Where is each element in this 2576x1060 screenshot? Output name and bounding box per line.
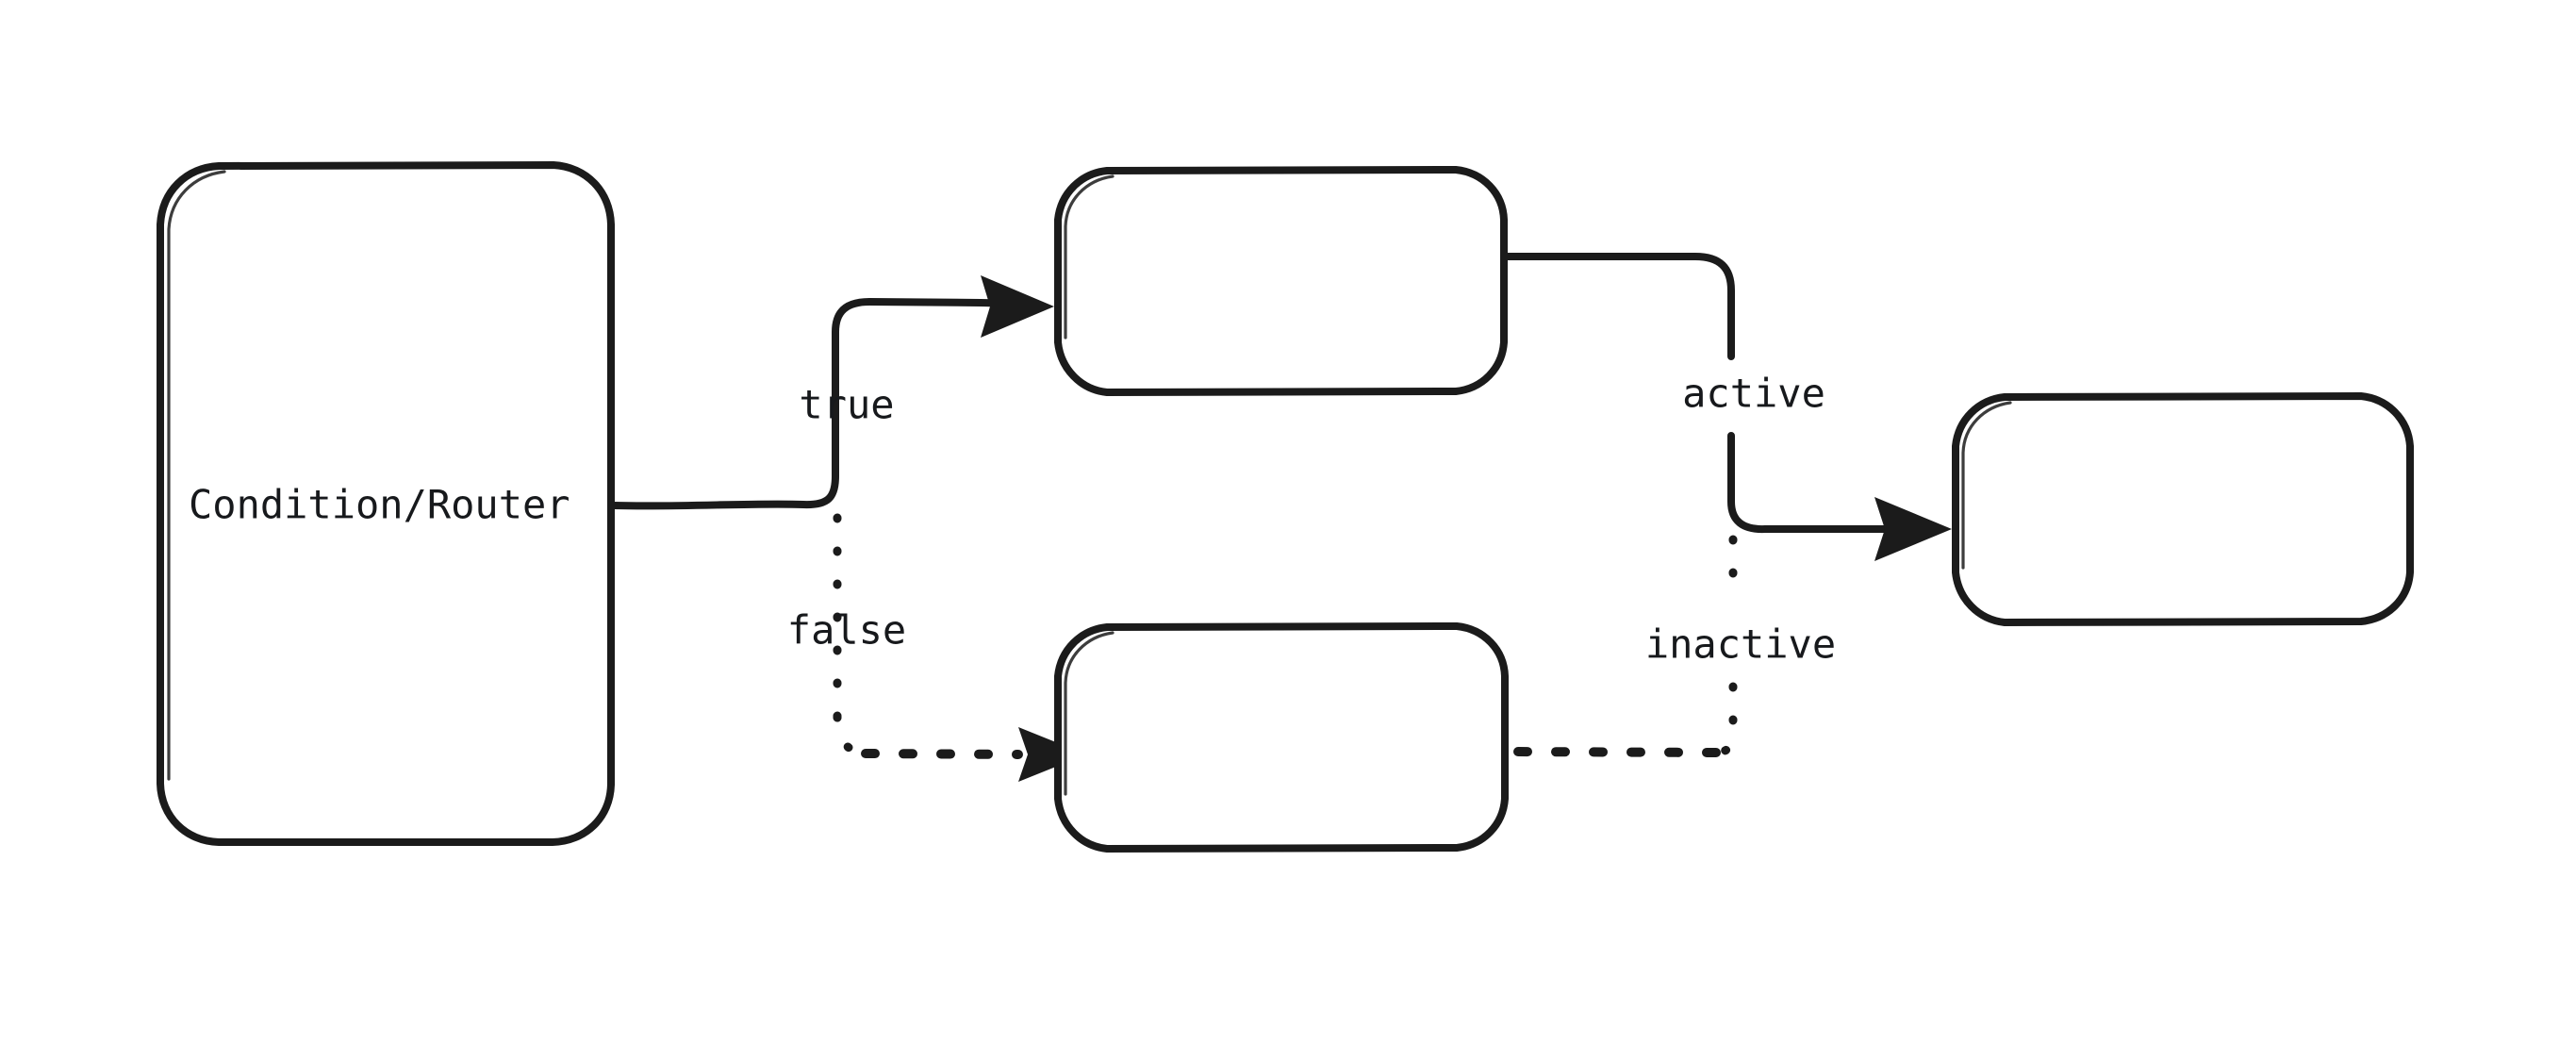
edge-false[interactable]: false bbox=[787, 513, 1086, 782]
edge-active-arrowhead bbox=[1874, 497, 1952, 561]
node-condition-router-label: Condition/Router bbox=[189, 482, 570, 528]
edge-active[interactable]: active bbox=[1503, 253, 1952, 561]
node-condition-router-sketch bbox=[167, 170, 226, 781]
node-condition-router[interactable]: Condition/Router bbox=[157, 161, 615, 846]
node-false-branch-shape bbox=[1054, 622, 1509, 853]
edge-false-path-elbow bbox=[833, 712, 874, 758]
edge-inactive-path-lower bbox=[1709, 682, 1738, 757]
edge-label-true: true bbox=[799, 382, 894, 428]
edge-active-path-upper bbox=[1503, 253, 1735, 360]
node-true-branch-shape bbox=[1054, 166, 1508, 396]
node-false-branch-sketch bbox=[1064, 631, 1115, 796]
node-merge-shape bbox=[1952, 392, 2414, 626]
edge-label-active: active bbox=[1682, 371, 1825, 417]
edge-true-arrowhead bbox=[981, 275, 1054, 338]
node-true-branch[interactable] bbox=[1054, 166, 1508, 396]
node-condition-router-shape bbox=[157, 161, 615, 846]
edge-label-inactive: inactive bbox=[1645, 621, 1836, 668]
edge-true[interactable]: true bbox=[610, 275, 1054, 510]
node-true-branch-sketch bbox=[1064, 174, 1115, 340]
edge-label-false: false bbox=[787, 607, 906, 654]
edge-inactive[interactable]: inactive bbox=[1510, 535, 1836, 757]
edge-false-arrowhead bbox=[1018, 727, 1086, 782]
edge-active-path-lower bbox=[1727, 432, 1890, 534]
edge-inactive-path-horizontal bbox=[1510, 747, 1721, 757]
node-merge-sketch bbox=[1961, 401, 2012, 570]
node-false-branch[interactable] bbox=[1054, 622, 1509, 853]
edge-true-path bbox=[610, 298, 1039, 510]
node-merge[interactable] bbox=[1952, 392, 2414, 626]
